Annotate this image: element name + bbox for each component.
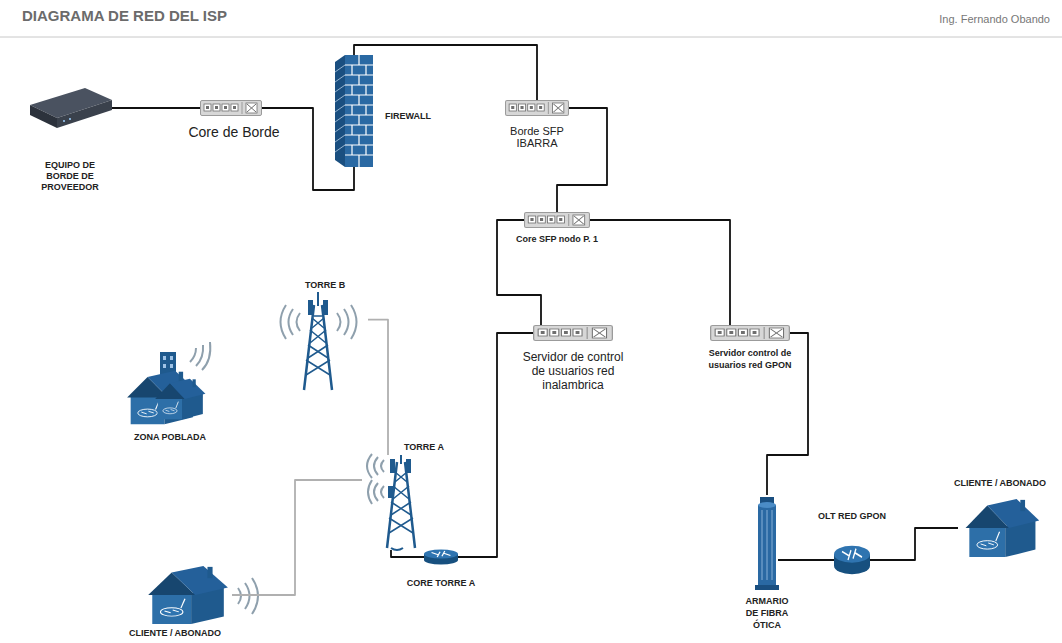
network-node: Core de Borde [200, 100, 262, 116]
node-label: Servidor de control de usuarios red inal… [518, 350, 628, 392]
switch-icon [711, 326, 790, 341]
network-node: CLIENTE / ABONADO [958, 498, 1043, 558]
network-node: CORE TORRE A [424, 548, 458, 566]
network-node: TORRE B [278, 295, 368, 390]
header-rule [0, 37, 1062, 38]
network-node: TORRE A [362, 455, 420, 550]
router-icon [424, 550, 458, 565]
node-label: TORRE A [404, 442, 444, 453]
network-node: OLT RED GPON [834, 543, 870, 577]
diagram-title: DIAGRAMA DE RED DEL ISP [22, 7, 227, 24]
node-label: Core de Borde [188, 124, 279, 140]
network-link [262, 108, 354, 190]
network-link [590, 220, 730, 325]
provider-device [30, 88, 112, 128]
author-label: Ing. Fernando Obando [939, 13, 1050, 25]
switch-icon [201, 101, 262, 116]
node-label: Borde SFP IBARRA [502, 125, 572, 149]
tower-a-icon [367, 454, 415, 550]
router-icon [834, 546, 870, 574]
network-link [870, 528, 958, 560]
tower-b-icon [281, 292, 357, 390]
firewall-icon [335, 55, 373, 167]
switch-icon [506, 101, 569, 116]
node-label: FIREWALL [385, 111, 431, 122]
network-node: ARMARIO DE FIBRA ÓTICA [756, 495, 778, 590]
network-node: Servidor control de usuarios red GPON [710, 325, 790, 341]
node-label: TORRE B [305, 280, 345, 291]
network-link [354, 45, 537, 100]
node-label: CLIENTE / ABONADO [129, 628, 221, 639]
node-label: Core SFP nodo P. 1 [516, 234, 598, 245]
node-label: OLT RED GPON [818, 511, 886, 522]
network-node: FIREWALL [335, 55, 373, 167]
network-link [232, 480, 362, 595]
node-label: CLIENTE / ABONADO [954, 478, 1046, 489]
network-node: ZONA POBLADA [118, 350, 213, 425]
network-node: Servidor de control de usuarios red inal… [533, 325, 613, 341]
network-link [112, 107, 200, 109]
node-label: ARMARIO DE FIBRA ÓTICA [740, 595, 794, 631]
node-label: Servidor control de usuarios red GPON [700, 347, 800, 371]
node-label: ZONA POBLADA [134, 432, 206, 443]
node-label: EQUIPO DE BORDE DE PROVEEDOR [37, 160, 103, 193]
switch-icon [525, 213, 590, 228]
switch-icon [534, 326, 613, 341]
populated-zone-icon [127, 342, 210, 424]
network-link [778, 559, 834, 561]
network-link [458, 333, 533, 557]
network-node: CLIENTE / ABONADO [140, 565, 232, 625]
client-house-icon [966, 499, 1040, 557]
fiber-cabinet-icon [755, 497, 779, 590]
network-link [368, 320, 388, 455]
network-link [391, 550, 424, 557]
network-node: Borde SFP IBARRA [505, 100, 569, 116]
node-label: CORE TORRE A [407, 578, 476, 589]
network-link [557, 108, 607, 212]
network-node: Core SFP nodo P. 1 [524, 212, 590, 228]
network-node: EQUIPO DE BORDE DE PROVEEDOR [30, 88, 112, 128]
